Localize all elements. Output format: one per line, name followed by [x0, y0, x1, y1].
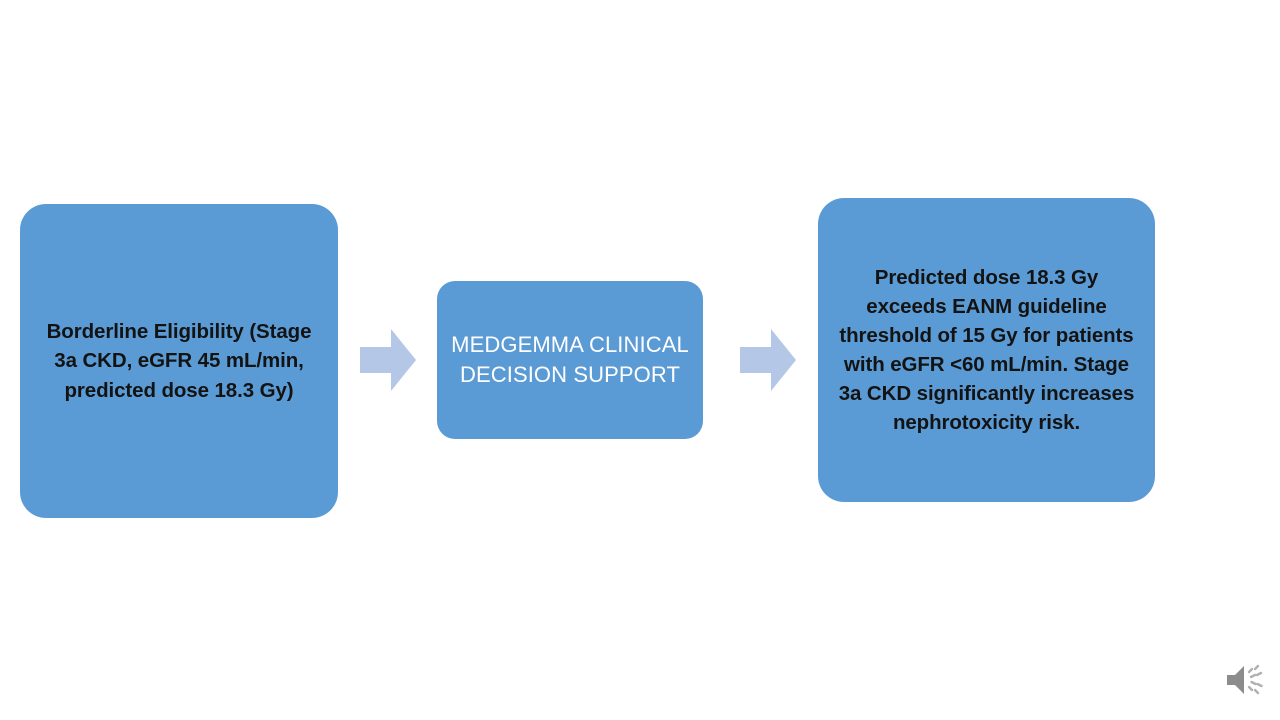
flow-node-output[interactable]: Predicted dose 18.3 Gy exceeds EANM guid…	[818, 198, 1155, 502]
right-arrow-icon	[740, 329, 796, 391]
flow-node-engine-label: MEDGEMMA CLINICAL DECISION SUPPORT	[451, 332, 689, 387]
arrow-input-to-engine	[360, 329, 416, 391]
speaker-icon[interactable]	[1224, 660, 1266, 700]
flow-node-engine[interactable]: MEDGEMMA CLINICAL DECISION SUPPORT	[437, 281, 703, 439]
right-arrow-icon	[360, 329, 416, 391]
flow-node-input-label: Borderline Eligibility (Stage 3a CKD, eG…	[46, 319, 312, 402]
flow-node-output-label: Predicted dose 18.3 Gy exceeds EANM guid…	[838, 266, 1135, 434]
flow-node-input[interactable]: Borderline Eligibility (Stage 3a CKD, eG…	[20, 204, 338, 518]
arrow-engine-to-output	[740, 329, 796, 391]
